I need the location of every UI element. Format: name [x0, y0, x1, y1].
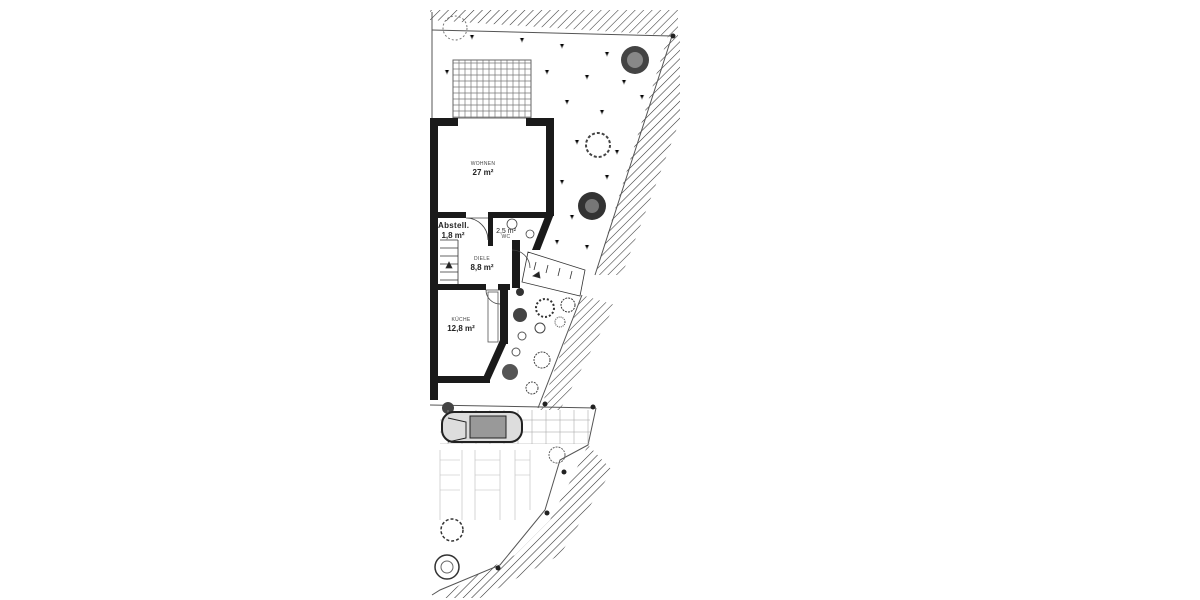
room-name: DIELE — [474, 256, 490, 262]
room-name: KÜCHE — [451, 317, 471, 323]
room-name: WC — [501, 234, 511, 240]
tree-icon — [442, 15, 468, 41]
tree-icon — [440, 518, 464, 542]
room-area: 12,8 m² — [447, 324, 475, 333]
entrance-steps — [521, 251, 586, 297]
room-label-wc: 2,5 m² WC — [495, 228, 517, 240]
room-label-wohnen: WOHNEN 27 m² — [466, 162, 500, 177]
room-label-abstell: Abstell. 1,8 m² — [438, 221, 470, 240]
tree-icon — [434, 554, 460, 580]
kitchen-counter — [487, 291, 499, 343]
tree-icon — [585, 132, 611, 158]
room-area: 27 m² — [472, 168, 494, 177]
room-area: 2,5 m² — [496, 228, 516, 235]
terrace — [452, 59, 532, 119]
wc-fixtures — [506, 218, 535, 239]
room-area: 8,8 m² — [470, 263, 494, 272]
boundary-hatching — [430, 10, 680, 598]
room-label-diele: DIELE 8,8 m² — [468, 257, 496, 272]
room-label-kueche: KÜCHE 12,8 m² — [444, 318, 478, 333]
staircase — [440, 239, 459, 284]
fence-posts — [495, 33, 676, 571]
house-walls — [430, 118, 554, 400]
parking-lines — [439, 450, 531, 520]
room-name: Abstell. — [438, 221, 470, 230]
tree-icon — [548, 446, 566, 464]
room-area: 1,8 m² — [441, 231, 465, 240]
grass-marks — [444, 34, 645, 250]
car-icon — [441, 411, 523, 443]
room-name: WOHNEN — [470, 161, 496, 167]
